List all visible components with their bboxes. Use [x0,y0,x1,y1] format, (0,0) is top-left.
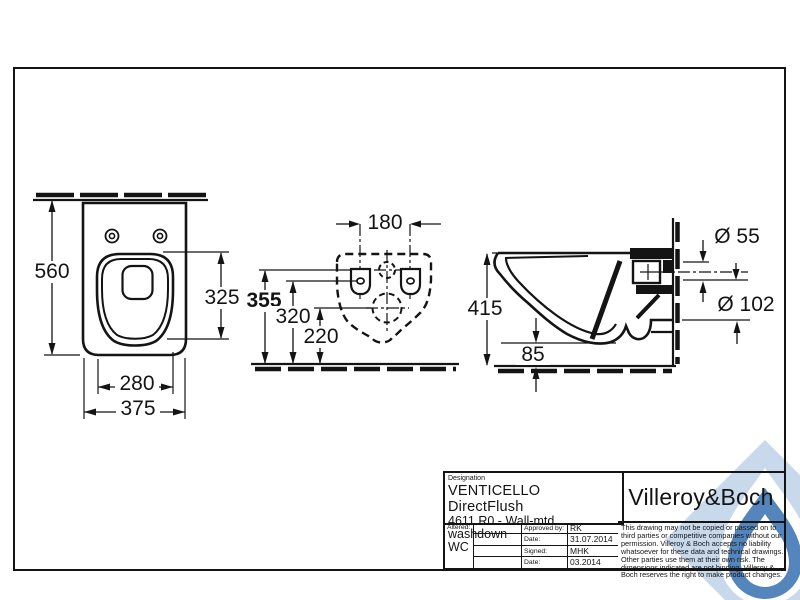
dim-outlet-diameter-label: Ø 102 [710,294,782,316]
altered-value-cell [474,556,522,568]
approval-table: Altered: Approved by: RK Date: 31.07.201… [445,523,618,568]
altered-value-cell [474,534,522,546]
brand-logo-text: Villeroy&Boch [618,473,784,523]
approved-date-label: Date: [522,534,568,546]
approved-by-label: Approved by: [522,523,568,535]
altered-value-cell [474,523,522,535]
approved-date-value: 31.07.2014 [568,534,618,546]
signed-date-value: 03.2014 [570,556,601,567]
signed-date-label: Date: [522,556,568,568]
product-type: WC [448,540,469,554]
altered-label: Altered: [445,523,474,568]
top-view [33,192,229,419]
dim-bottom-clearance-label: 85 [516,344,550,365]
signed-label: Signed: [522,545,568,557]
dim-fixing-height-label: 320 [272,306,314,328]
dim-inlet-diameter-label: Ø 55 [707,226,767,248]
altered-value-cell [474,545,522,557]
designation-label: Designation [448,475,485,482]
dim-bowl-width-label: 280 [115,373,159,395]
title-block: Designation VENTICELLO DirectFlush 4611 … [443,471,786,580]
designation-cell: Designation VENTICELLO DirectFlush 4611 … [445,473,624,554]
dim-overall-width-label: 375 [116,398,160,420]
dim-depth-label: 560 [29,261,75,283]
approved-by-value: RK [568,523,618,535]
dim-bowl-length-label: 325 [201,287,243,309]
dim-outlet-height-label: 220 [300,326,342,348]
dim-overall-height-label: 415 [463,298,507,320]
rear-view [251,220,459,372]
drawing-border [13,67,786,571]
product-name: VENTICELLO DirectFlush [448,483,541,515]
disclaimer-text: This drawing may not be copied or passed… [621,523,784,580]
signed-value: MHK [568,546,618,557]
dim-hole-spacing-label: 180 [364,212,406,234]
side-view [483,218,750,392]
